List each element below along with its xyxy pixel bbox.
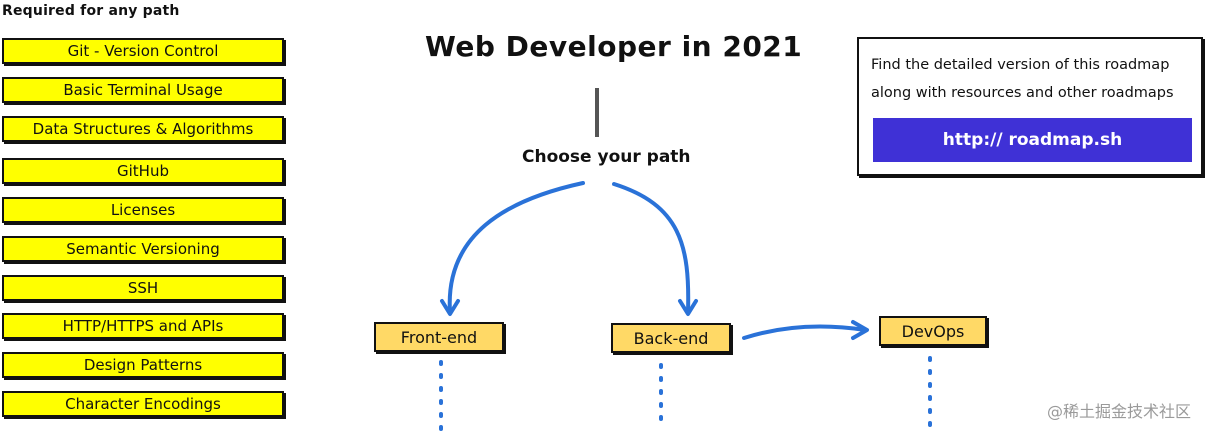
path-node-devops[interactable]: DevOps [879,316,987,346]
watermark: @稀土掘金技术社区 [1046,402,1191,421]
required-item-label: SSH [127,279,159,297]
required-item-label: Data Structures & Algorithms [32,120,254,138]
page-title: Web Developer in 2021 [425,30,803,63]
required-item-label: Character Encodings [65,395,221,413]
path-node-label: Back-end [633,328,709,348]
info-text-line-2: along with resources and other roadmaps [871,85,1174,101]
required-item-git[interactable]: Git - Version Control [2,38,284,64]
path-node-label: Front-end [400,327,478,347]
choose-path-label: Choose your path [522,147,691,167]
required-item-label: Basic Terminal Usage [63,81,223,99]
arrow-to-frontend [447,181,585,314]
info-text-line-1: Find the detailed version of this roadma… [871,57,1170,73]
required-item-label: Git - Version Control [67,42,219,60]
required-item-data-structures[interactable]: Data Structures & Algorithms [2,116,284,142]
required-item-label: Design Patterns [83,356,203,374]
required-item-design-patterns[interactable]: Design Patterns [2,352,284,378]
required-item-label: GitHub [117,162,169,180]
path-node-frontend[interactable]: Front-end [374,322,504,352]
required-item-terminal[interactable]: Basic Terminal Usage [2,77,284,103]
path-node-label: DevOps [901,321,965,341]
roadmap-link-button[interactable]: http:// roadmap.sh [873,118,1192,162]
arrow-head-devops [851,320,869,340]
required-item-licenses[interactable]: Licenses [2,197,284,223]
arrow-to-devops [742,324,867,340]
arrow-to-backend [612,182,691,314]
arrow-head-frontend [440,299,460,316]
required-item-http[interactable]: HTTP/HTTPS and APIs [2,313,284,339]
arrow-head-backend [678,299,698,316]
required-item-semver[interactable]: Semantic Versioning [2,236,284,262]
required-item-ssh[interactable]: SSH [2,275,284,301]
info-box: Find the detailed version of this roadma… [857,37,1203,176]
required-item-label: Licenses [110,201,176,219]
required-item-char-encodings[interactable]: Character Encodings [2,391,284,417]
path-node-backend[interactable]: Back-end [611,323,731,353]
required-section-title: Required for any path [2,3,180,19]
required-item-label: HTTP/HTTPS and APIs [62,317,224,335]
required-item-github[interactable]: GitHub [2,158,284,184]
required-item-label: Semantic Versioning [66,240,220,258]
